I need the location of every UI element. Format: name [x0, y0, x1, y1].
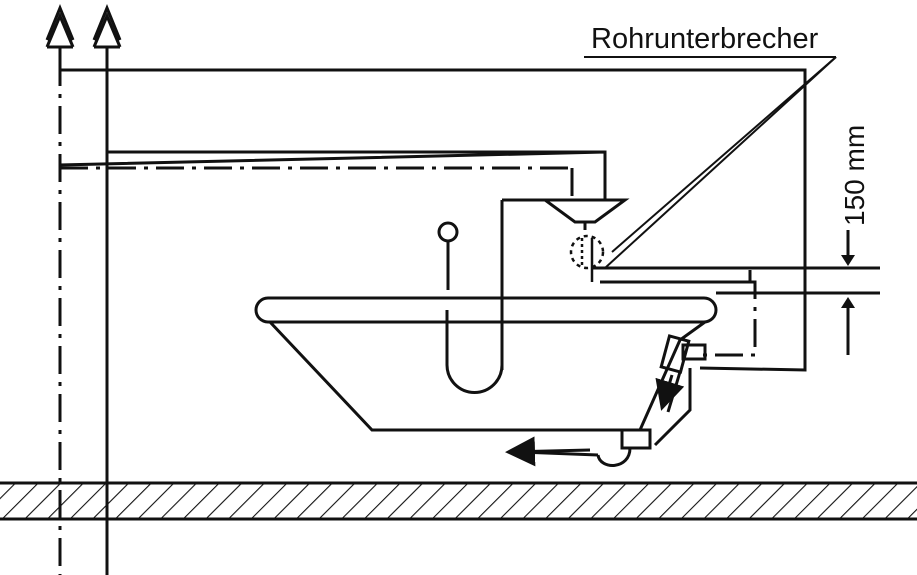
- valve-assembly: [653, 334, 707, 447]
- dashdot-line-to-funnel: [60, 166, 574, 200]
- fill-arrow: [655, 374, 685, 411]
- label-leaders: [584, 56, 837, 269]
- floor-slab: [0, 481, 917, 521]
- vertical-risers: [58, 58, 109, 575]
- dimension-arrow-down: [841, 255, 855, 266]
- bathtub: [254, 296, 718, 432]
- funnel: [540, 198, 630, 230]
- dimension-label: 150 mm: [839, 125, 870, 226]
- dimension-arrow-up: [841, 297, 855, 308]
- funnel-feed-line: [58, 150, 607, 200]
- u-trap: [445, 198, 545, 394]
- vent-symbol-left: [45, 4, 75, 58]
- pipe-interrupter-label: Rohrunterbrecher: [591, 23, 819, 55]
- pipe-interrupter: [569, 234, 605, 282]
- interrupter-dashdot: [600, 280, 757, 357]
- dimension-lines: [716, 230, 880, 355]
- supply-line-upper: [60, 68, 807, 372]
- drain-trap: [519, 428, 652, 467]
- interrupter-lines: [592, 266, 880, 284]
- drain-arrow: [505, 436, 591, 467]
- plug-chain: [437, 221, 459, 290]
- vent-symbol-right: [92, 4, 122, 58]
